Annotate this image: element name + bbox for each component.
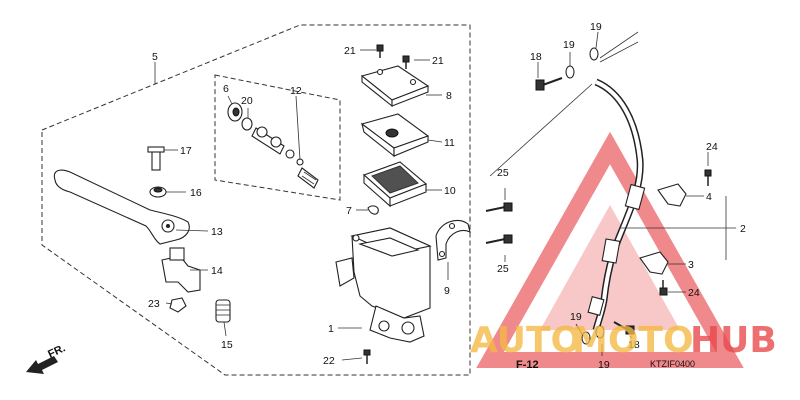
banjo-bolt-18a (535, 77, 563, 91)
callout-9: 9 (444, 285, 450, 297)
drawing-code: KTZIF0400 (650, 359, 695, 369)
callout-15: 15 (221, 339, 233, 351)
pivot-bolt (147, 146, 165, 171)
brake-lever (53, 169, 190, 245)
watermark-hub: HUB (690, 320, 777, 361)
callout-19d: 19 (598, 359, 610, 371)
callout-11: 11 (444, 137, 455, 149)
subframe-12 (214, 74, 341, 201)
callout-2: 2 (740, 223, 746, 235)
washer-20 (241, 117, 253, 131)
front-marker: FR. (46, 342, 67, 360)
clamp-3 (639, 251, 669, 275)
washer-19d (595, 325, 605, 339)
boot-6 (227, 102, 243, 122)
callout-17: 17 (180, 145, 192, 157)
diaphragm (362, 161, 428, 208)
callout-20: 20 (241, 95, 253, 107)
piston-set-12 (251, 126, 319, 189)
bolt-25b (485, 234, 513, 244)
callout-18a: 18 (530, 51, 542, 63)
reservoir-plate (360, 113, 430, 158)
bolt-18b (613, 321, 635, 335)
callout-4: 4 (706, 191, 712, 203)
bolt-25a (485, 202, 513, 212)
front-arrow-icon (26, 356, 58, 374)
callout-24b: 24 (688, 287, 700, 299)
clip-7 (367, 205, 379, 215)
reservoir-cover (360, 65, 430, 108)
bolt-24b (659, 280, 668, 296)
leader-lines (164, 31, 736, 361)
callout-25a: 25 (497, 167, 509, 179)
callout-6: 6 (223, 83, 229, 95)
callout-14: 14 (211, 265, 223, 277)
small-nut-23 (169, 297, 187, 313)
callout-3: 3 (688, 259, 694, 271)
assembly-frame (41, 24, 471, 376)
callout-16: 16 (190, 187, 202, 199)
callout-19c: 19 (570, 311, 582, 323)
callout-8: 8 (446, 90, 452, 102)
master-cylinder-body (335, 227, 432, 343)
callout-10: 10 (444, 185, 456, 197)
lever-pivot-nut (149, 186, 167, 198)
callout-13: 13 (211, 226, 223, 238)
screw-21b (402, 55, 410, 69)
callout-7: 7 (346, 205, 352, 217)
callout-22: 22 (323, 355, 335, 367)
screw-21a (376, 44, 384, 58)
callout-19b: 19 (590, 21, 602, 33)
washer-19b (589, 47, 599, 61)
callout-23: 23 (148, 298, 160, 310)
brake-hose (587, 78, 646, 331)
watermark-text: AUTO MOTO HUB (470, 320, 777, 361)
washer-19c (581, 331, 591, 345)
callout-21b: 21 (432, 55, 444, 67)
callout-1: 1 (328, 323, 334, 335)
switch-bracket (161, 247, 201, 293)
callout-5: 5 (152, 51, 158, 63)
callout-18b: 18 (628, 339, 640, 351)
callout-21a: 21 (344, 45, 356, 57)
watermark-auto: AUTO (470, 320, 581, 361)
reference-label: F-12 (516, 359, 539, 371)
bolt-24a (704, 169, 712, 186)
callout-12: 12 (290, 85, 302, 97)
screw-22 (363, 349, 371, 364)
spring-15 (215, 299, 231, 323)
holder-9 (435, 219, 471, 261)
callout-25b: 25 (497, 263, 509, 275)
watermark-moto: MOTO (572, 320, 694, 361)
callout-24a: 24 (706, 141, 718, 153)
washer-19a (565, 65, 575, 79)
clamp-4 (657, 183, 687, 207)
callout-19a: 19 (563, 39, 575, 51)
